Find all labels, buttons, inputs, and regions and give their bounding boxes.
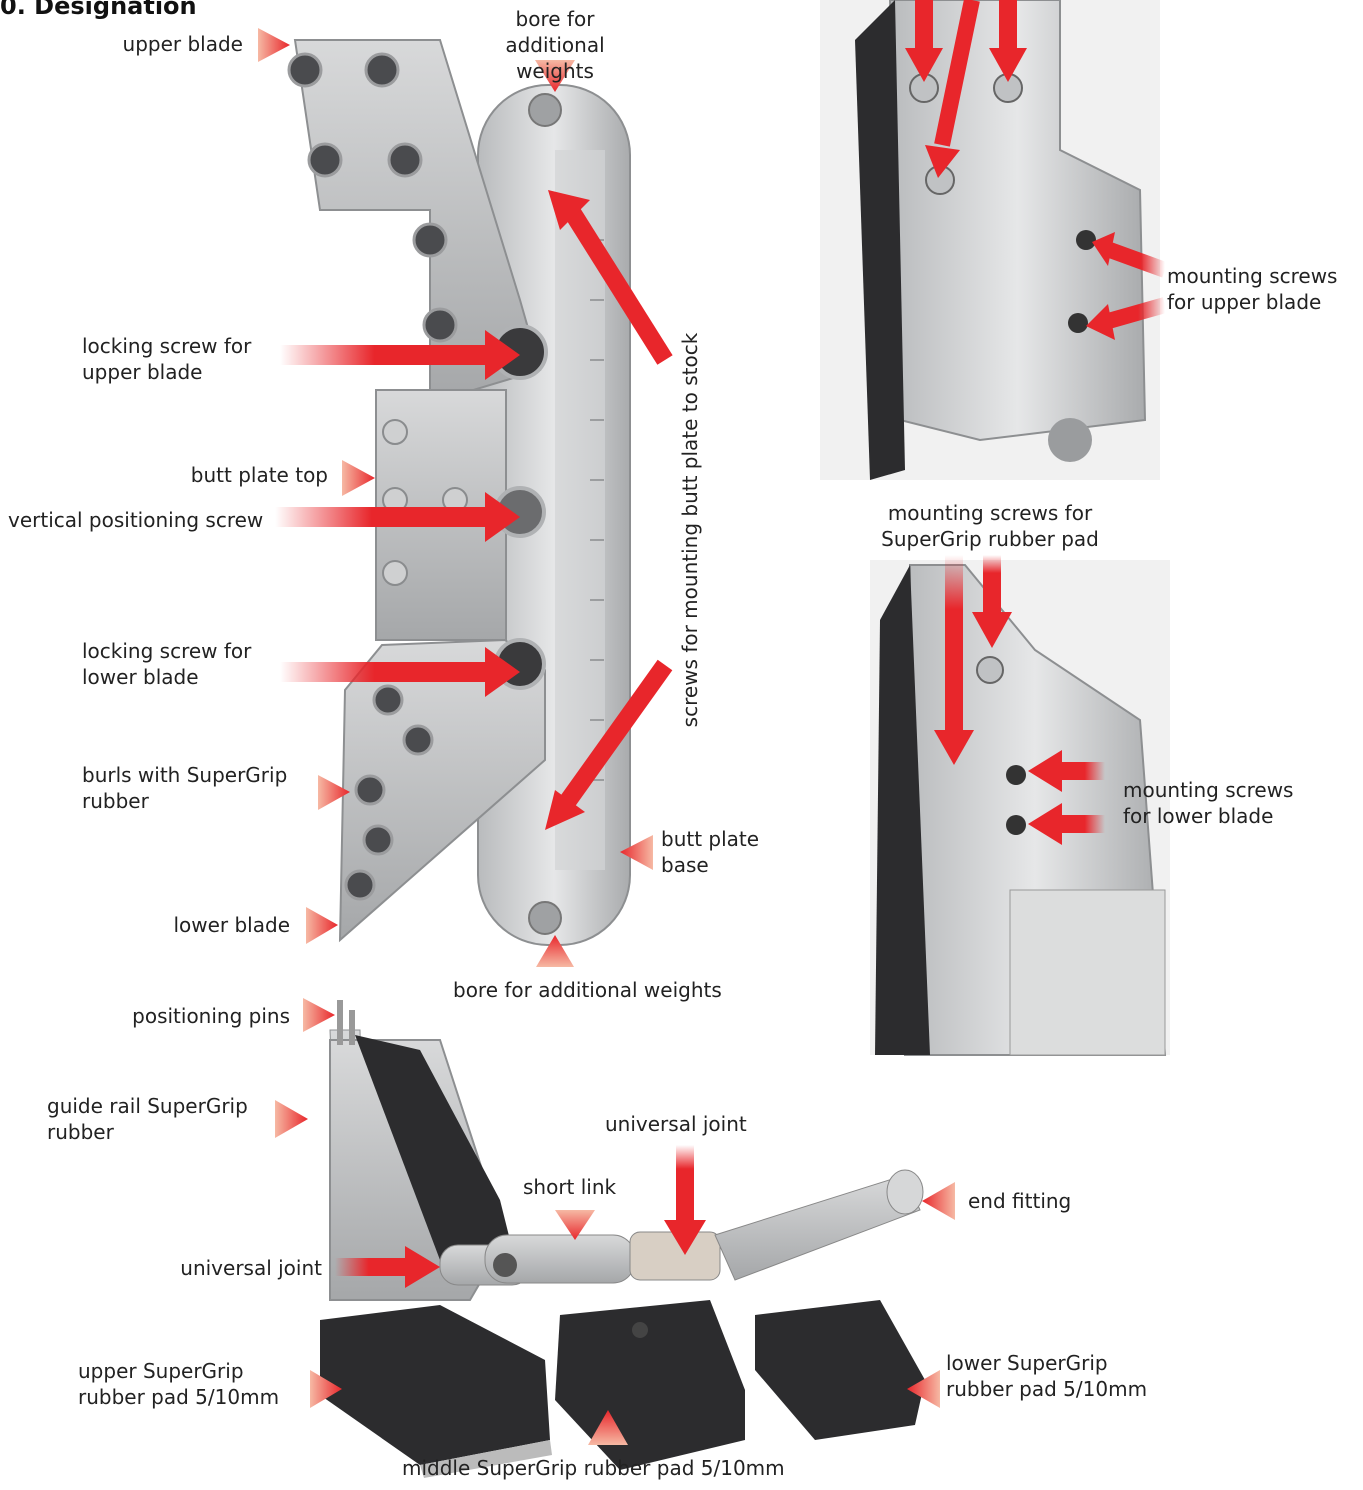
middle-pad-shape bbox=[555, 1300, 745, 1470]
pointer-end-fitting bbox=[922, 1182, 955, 1220]
pointer-upper-blade bbox=[258, 28, 290, 62]
label-lower-blade: lower blade bbox=[173, 912, 290, 938]
label-mount-lower: mounting screws for lower blade bbox=[1123, 777, 1293, 829]
label-upper-pad: upper SuperGrip rubber pad 5/10mm bbox=[78, 1358, 279, 1410]
pointer-lower-blade bbox=[306, 907, 338, 944]
label-lower-pad: lower SuperGrip rubber pad 5/10mm bbox=[946, 1350, 1147, 1402]
label-guide-rail: guide rail SuperGrip rubber bbox=[47, 1093, 248, 1145]
label-end-fitting: end fitting bbox=[968, 1188, 1071, 1214]
label-locking-lower: locking screw for lower blade bbox=[82, 638, 251, 690]
upper-pad-shape bbox=[320, 1305, 550, 1465]
label-butt-plate-base: butt plate base bbox=[661, 826, 759, 878]
label-universal-joint-left: universal joint bbox=[180, 1255, 322, 1281]
label-mount-supergrip: mounting screws for SuperGrip rubber pad bbox=[855, 500, 1125, 552]
label-butt-plate-top: butt plate top bbox=[191, 462, 328, 488]
pointer-butt-plate-top bbox=[342, 460, 375, 496]
label-mount-upper: mounting screws for upper blade bbox=[1167, 263, 1337, 315]
label-screws-stock: screws for mounting butt plate to stock bbox=[678, 333, 702, 728]
page-title: 0. Designation bbox=[0, 0, 197, 20]
label-short-link: short link bbox=[523, 1174, 616, 1200]
label-middle-pad: middle SuperGrip rubber pad 5/10mm bbox=[402, 1455, 785, 1481]
label-upper-blade: upper blade bbox=[123, 31, 243, 57]
pointer-positioning-pins bbox=[303, 998, 335, 1032]
pointer-guide-rail bbox=[275, 1100, 308, 1138]
label-burls: burls with SuperGrip rubber bbox=[82, 762, 287, 814]
label-vertical-screw: vertical positioning screw bbox=[8, 507, 263, 533]
label-bore-bottom: bore for additional weights bbox=[453, 977, 722, 1003]
supergrip-assembly-photo bbox=[320, 1000, 925, 1478]
label-locking-upper: locking screw for upper blade bbox=[82, 333, 251, 385]
label-bore-top: bore for additional weights bbox=[470, 6, 640, 84]
label-positioning-pins: positioning pins bbox=[132, 1003, 290, 1029]
label-universal-joint-top: universal joint bbox=[605, 1111, 747, 1137]
lower-pad-shape bbox=[755, 1300, 925, 1440]
